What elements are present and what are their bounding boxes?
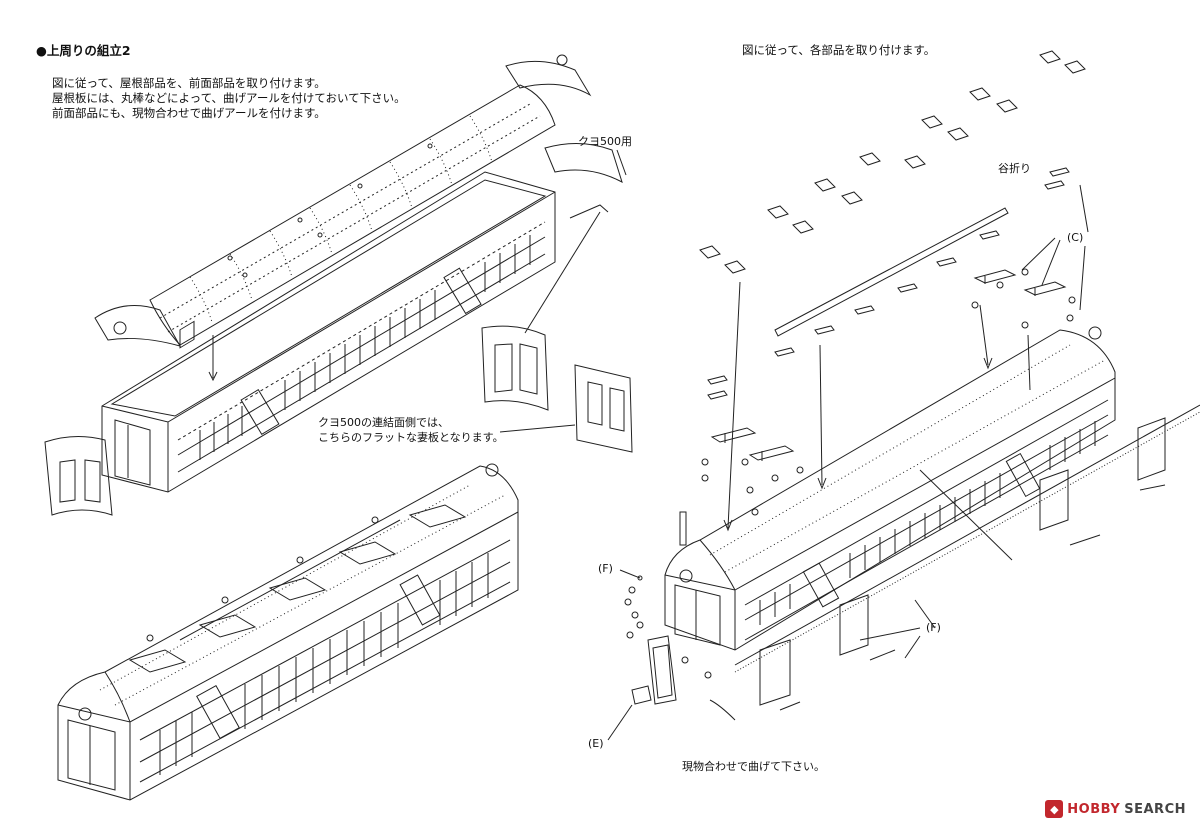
- right-instruction: 図に従って、各部品を取り付けます。: [742, 43, 936, 57]
- small-plates: [707, 167, 1070, 400]
- part-e-label: (E): [588, 737, 604, 750]
- part-f-label-right: (F): [926, 621, 941, 634]
- leader-c-1: [1021, 237, 1056, 271]
- leader-pipe: [919, 469, 1013, 561]
- intro-line-1: 図に従って、屋根部品を、前面部品を取り付けます。: [52, 76, 326, 90]
- part-f-label-left: (F): [598, 562, 613, 575]
- leader-bend: [709, 699, 736, 721]
- intro-line-2: 屋根板には、丸棒などによって、曲げアールを付けておいて下さい。: [52, 91, 406, 105]
- flat-end-note-1: クヨ500の連結面側では、: [318, 416, 449, 429]
- roof-walk-rail: [774, 207, 1009, 337]
- kuyo500-roof-piece: [544, 142, 623, 184]
- end-plate-flat: [574, 364, 633, 453]
- leader-f-right-1: [914, 599, 936, 629]
- leader-end-plate: [524, 211, 601, 334]
- end-plate-center: [481, 325, 549, 411]
- assembled-car-right: [664, 326, 1116, 651]
- leader-c-2: [1041, 239, 1061, 286]
- watermark: ◆ HOBBY SEARCH: [1045, 800, 1186, 818]
- bend-note: 現物合わせで曲げて下さい。: [682, 760, 825, 773]
- leader-f-left: [619, 569, 641, 579]
- front-roof-piece-left: [94, 305, 182, 347]
- leader-valley: [1079, 184, 1089, 233]
- kuyo500-leader: [616, 149, 627, 176]
- intro-line-3: 前面部品にも、現物合わせで曲げアールを付けます。: [52, 106, 326, 120]
- ventilator-parts: [699, 50, 1086, 274]
- small-fittings: [701, 268, 1076, 516]
- leader-flat-end: [499, 424, 576, 433]
- section-heading: ●上周りの組立2: [36, 43, 131, 58]
- front-detail-parts: [624, 511, 712, 705]
- leader-vent: [727, 281, 741, 529]
- flat-end-note-2: こちらのフラットな妻板となります。: [318, 431, 504, 444]
- watermark-hobby: HOBBY: [1067, 801, 1121, 817]
- leader-e: [607, 704, 633, 741]
- assembled-car-left: [57, 463, 519, 801]
- bracket-parts: [710, 269, 1067, 461]
- watermark-search: SEARCH: [1124, 801, 1186, 817]
- skirt-plates: [734, 404, 1200, 711]
- front-roof-piece-top: [505, 54, 592, 97]
- end-plate-left: [44, 436, 113, 516]
- roof-panel: [149, 84, 556, 346]
- hobby-search-logo-icon: ◆: [1045, 800, 1064, 818]
- leader-c-3: [1079, 245, 1086, 311]
- part-c-label: (C): [1067, 231, 1084, 244]
- valley-fold-label: 谷折り: [998, 162, 1031, 175]
- car-body-shell: [101, 171, 556, 493]
